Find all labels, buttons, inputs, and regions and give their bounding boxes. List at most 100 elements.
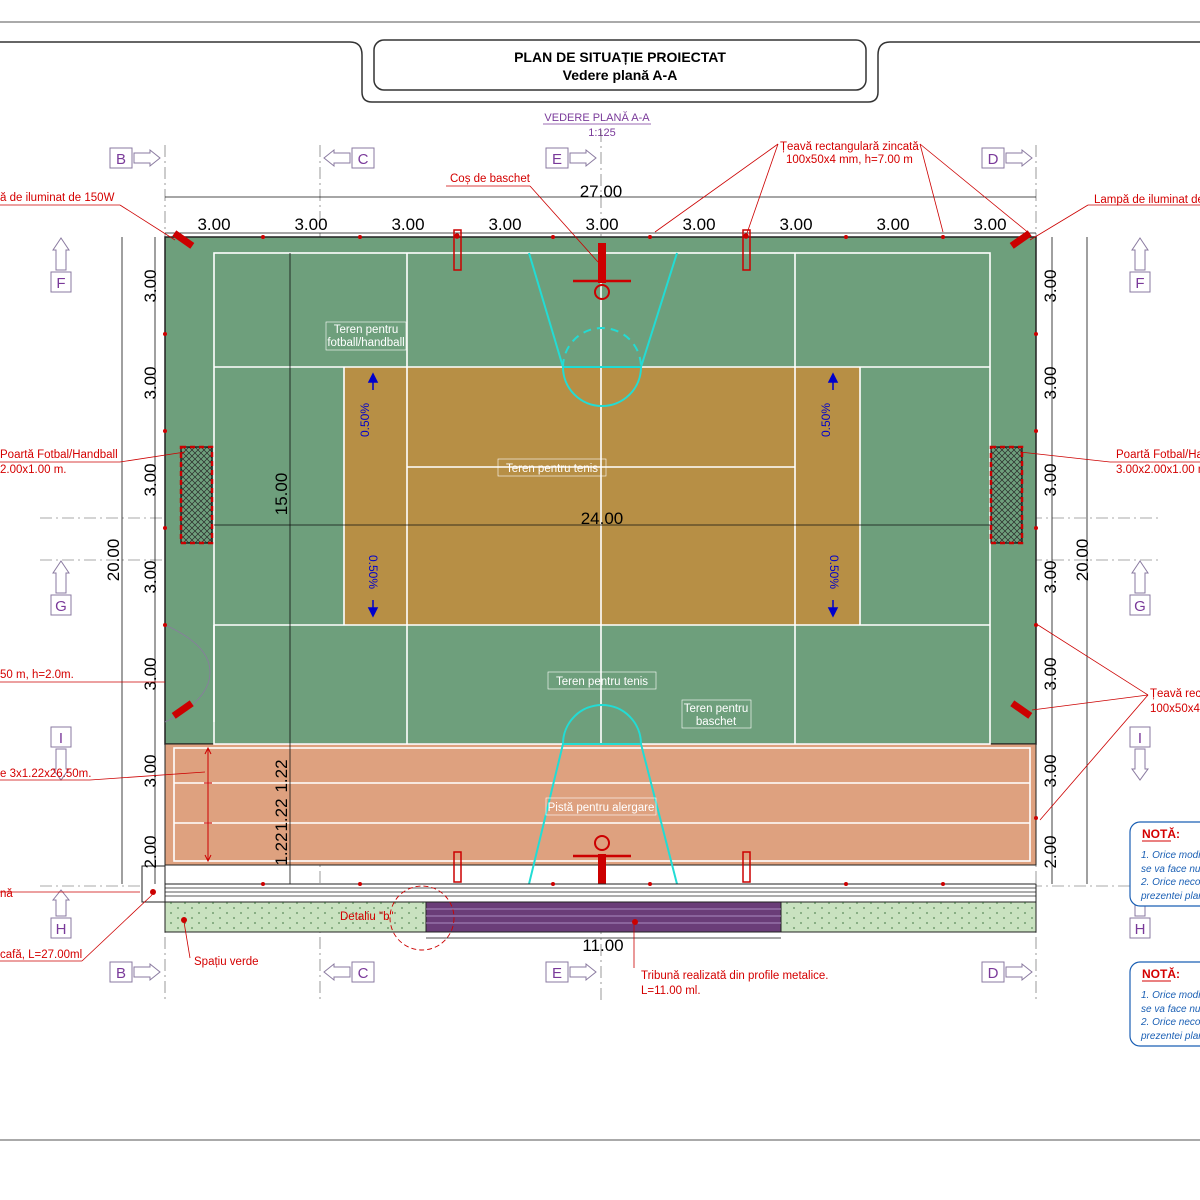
svg-text:2. Orice necor: 2. Orice necor bbox=[1140, 877, 1200, 888]
callout-green-space: Spațiu verde bbox=[194, 956, 259, 968]
callout-left-b: cafă, L=27.00ml bbox=[0, 949, 82, 961]
svg-text:20.00: 20.00 bbox=[104, 539, 123, 582]
svg-text:prezentei plan: prezentei plan bbox=[1140, 891, 1200, 902]
dim-top-4: 3.00 bbox=[488, 215, 521, 234]
callout-fence-left: 50 m, h=2.0m. bbox=[0, 669, 74, 681]
svg-text:2.00: 2.00 bbox=[1041, 835, 1060, 868]
title-line-1: PLAN DE SITUAȚIE PROIECTAT bbox=[514, 49, 726, 65]
svg-text:0.50%: 0.50% bbox=[366, 555, 380, 589]
callout-tribune-1: Tribună realizată din profile metalice. bbox=[641, 970, 829, 982]
callout-pipe-right-2: 100x50x4 bbox=[1150, 703, 1200, 715]
top-dimensions: 27.00 3.00 3.00 3.00 3.00 3.00 3.00 3.00… bbox=[165, 182, 1036, 234]
svg-text:Teren pentru: Teren pentru bbox=[684, 703, 749, 715]
dim-tribune-width: 11.00 bbox=[582, 936, 623, 955]
svg-text:3.00: 3.00 bbox=[141, 657, 160, 690]
svg-text:3.00: 3.00 bbox=[1041, 269, 1060, 302]
dim-top-2: 3.00 bbox=[294, 215, 327, 234]
dim-top-1: 3.00 bbox=[197, 215, 230, 234]
svg-text:I: I bbox=[1138, 730, 1142, 747]
svg-text:0.50%: 0.50% bbox=[358, 403, 372, 437]
basket-hoop-bottom bbox=[573, 835, 631, 894]
svg-text:3.00: 3.00 bbox=[141, 463, 160, 496]
svg-text:Teren pentru: Teren pentru bbox=[334, 324, 399, 336]
left-dimensions: 20.00 3.00 3.00 3.00 3.00 3.00 3.00 2.00 bbox=[104, 237, 160, 884]
svg-text:E: E bbox=[552, 151, 562, 168]
basket-hoop-top bbox=[573, 243, 631, 300]
view-name: VEDERE PLANĂ A-A bbox=[544, 111, 650, 124]
dim-total-width: 27.00 bbox=[580, 182, 623, 201]
dim-top-9: 3.00 bbox=[973, 215, 1006, 234]
field-label-track: Pistă pentru alergare bbox=[545, 797, 657, 816]
svg-text:G: G bbox=[1134, 598, 1146, 615]
dim-top-3: 3.00 bbox=[391, 215, 424, 234]
svg-text:3.00: 3.00 bbox=[141, 366, 160, 399]
svg-text:2.00: 2.00 bbox=[141, 835, 160, 868]
svg-text:3.00: 3.00 bbox=[1041, 657, 1060, 690]
section-markers: B C E D B C E D F F G G I I H H bbox=[50, 147, 1151, 983]
dim-top-6: 3.00 bbox=[682, 215, 715, 234]
callout-basket: Coș de baschet bbox=[450, 173, 531, 185]
svg-text:3.00: 3.00 bbox=[141, 269, 160, 302]
view-scale: 1:125 bbox=[588, 127, 616, 139]
dim-top-7: 3.00 bbox=[779, 215, 812, 234]
callout-track-left: e 3x1.22x26.50m. bbox=[0, 768, 91, 780]
dim-field-height: 15.00 bbox=[272, 473, 291, 516]
svg-text:3.00: 3.00 bbox=[1041, 754, 1060, 787]
lamps bbox=[171, 230, 1033, 719]
svg-text:B: B bbox=[116, 151, 126, 168]
svg-text:2. Orice necor: 2. Orice necor bbox=[1140, 1017, 1200, 1028]
callout-tribune-2: L=11.00 ml. bbox=[641, 985, 701, 997]
goal-right bbox=[989, 445, 1024, 545]
tribune-area bbox=[425, 901, 782, 933]
sports-court: Teren pentru fotball/handball Teren pent… bbox=[164, 236, 1037, 894]
note-box-2: NOTĂ: 1. Orice modif se va face nur 2. O… bbox=[1129, 961, 1200, 1047]
dim-top-5: 3.00 bbox=[585, 215, 618, 234]
svg-text:3.00: 3.00 bbox=[141, 754, 160, 787]
gate-swing-1 bbox=[164, 624, 211, 673]
slope-indicators: 0.50% 0.50% 0.50% 0.50% bbox=[358, 372, 841, 618]
svg-text:B: B bbox=[116, 965, 126, 982]
field-label-football: Teren pentru fotball/handball bbox=[325, 321, 407, 351]
post-markers bbox=[163, 235, 1038, 925]
svg-text:3.00: 3.00 bbox=[1041, 463, 1060, 496]
callout-goal-left-2: 2.00x1.00 m. bbox=[0, 464, 66, 476]
svg-text:1. Orice modif: 1. Orice modif bbox=[1141, 990, 1200, 1001]
svg-text:F: F bbox=[56, 275, 65, 292]
running-track-surface bbox=[164, 743, 1037, 866]
field-label-basket: Teren pentru baschet bbox=[681, 699, 752, 729]
dim-lane-2: 1.22 bbox=[272, 798, 291, 831]
svg-text:3.00: 3.00 bbox=[141, 560, 160, 593]
callout-pipe-right-1: Țeavă rec bbox=[1150, 688, 1200, 700]
callout-left-a: nă bbox=[0, 888, 13, 900]
svg-text:20.00: 20.00 bbox=[1073, 539, 1092, 582]
title-line-2: Vedere plană A-A bbox=[563, 67, 678, 83]
goal-left bbox=[179, 445, 214, 545]
svg-text:3.00: 3.00 bbox=[1041, 366, 1060, 399]
svg-text:Teren pentru tenis: Teren pentru tenis bbox=[556, 676, 648, 688]
callout-lamp-right: Lampă de iluminat de 150W bbox=[1094, 194, 1200, 206]
field-label-tennis-2: Teren pentru tenis bbox=[547, 671, 657, 690]
callout-lamp-left: ă de iluminat de 150W bbox=[0, 192, 115, 204]
callout-goal-right-1: Poartă Fotbal/Handbal bbox=[1116, 449, 1200, 461]
note-box-1: NOTĂ: 1. Orice modifi se va face num 2. … bbox=[1129, 821, 1200, 907]
dim-top-8: 3.00 bbox=[876, 215, 909, 234]
svg-text:F: F bbox=[1135, 275, 1144, 292]
svg-text:3.00: 3.00 bbox=[1041, 560, 1060, 593]
callout-pipe-top-1: Țeavă rectangulară zincată bbox=[780, 141, 919, 153]
svg-text:1. Orice modifi: 1. Orice modifi bbox=[1141, 850, 1200, 861]
gate-swing-2 bbox=[164, 671, 211, 723]
detail-label: Detaliu "b" bbox=[340, 911, 394, 923]
light-poles-top bbox=[453, 229, 751, 883]
svg-text:baschet: baschet bbox=[696, 716, 737, 728]
svg-text:G: G bbox=[55, 598, 67, 615]
callouts: ă de iluminat de 150W Lampă de iluminat … bbox=[0, 141, 1200, 997]
tennis-court-surface bbox=[344, 367, 860, 625]
svg-text:se va face num: se va face num bbox=[1141, 864, 1200, 875]
svg-text:prezentei plan: prezentei plan bbox=[1140, 1031, 1200, 1042]
svg-text:I: I bbox=[59, 730, 63, 747]
svg-text:NOTĂ:: NOTĂ: bbox=[1142, 826, 1180, 841]
svg-text:D: D bbox=[988, 965, 999, 982]
title-block: PLAN DE SITUAȚIE PROIECTAT Vedere plană … bbox=[0, 39, 1200, 103]
callout-goal-right-2: 3.00x2.00x1.00 m bbox=[1116, 464, 1200, 476]
